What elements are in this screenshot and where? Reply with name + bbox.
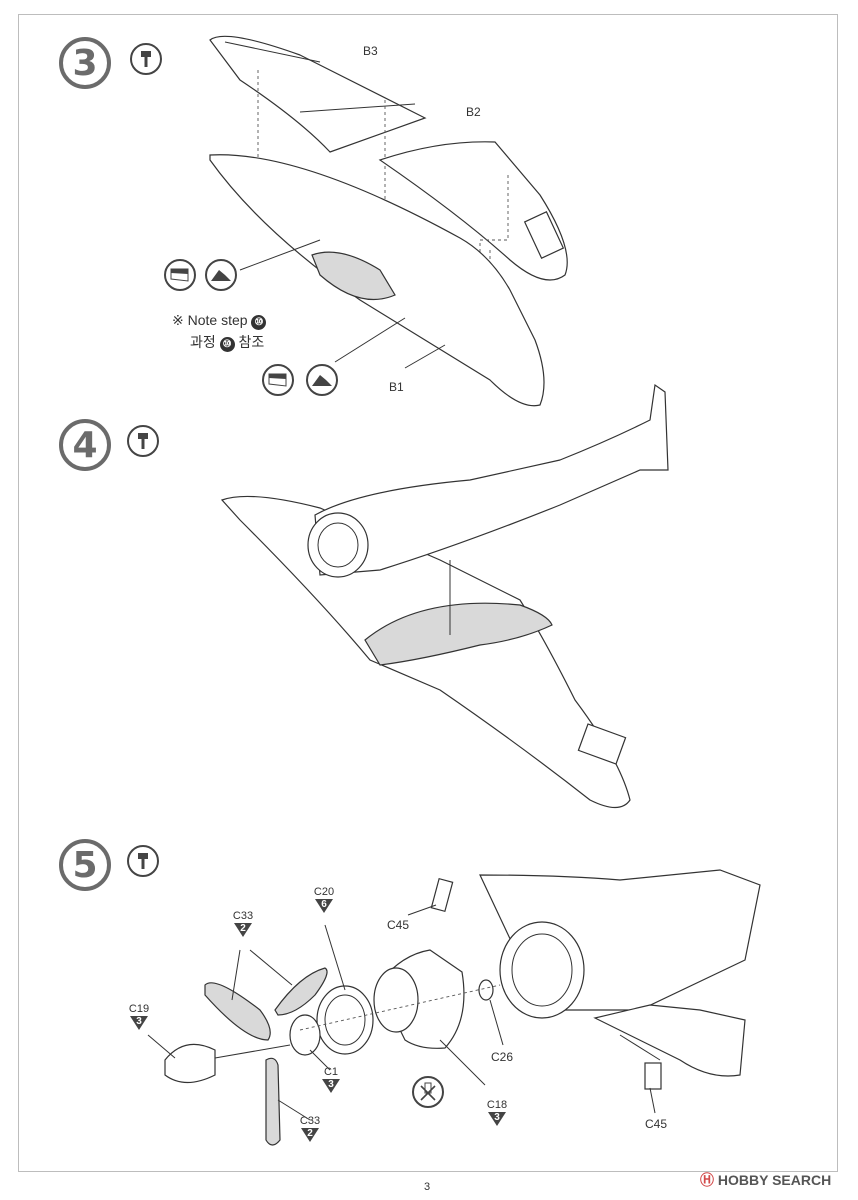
part-b1-drawing: [209, 154, 545, 407]
part-label-c26: C26: [491, 1050, 514, 1064]
part-qty-c33-bottom: C33 2: [299, 1115, 321, 1142]
watermark: Ⓗ HOBBY SEARCH: [700, 1170, 831, 1190]
page-frame: [18, 14, 838, 1172]
part-code: C18: [486, 1099, 508, 1111]
part-qty-c1: C1 3: [320, 1066, 342, 1093]
note-english: ※ Note step ⑩: [172, 312, 267, 330]
note-korean-prefix: 과정: [190, 334, 216, 350]
part-code: C33: [232, 910, 254, 922]
part-qty-c20: C20 6: [313, 886, 335, 913]
qty-triangle: [234, 923, 252, 937]
part-code: C19: [128, 1003, 150, 1015]
part-label-b1: B1: [389, 380, 404, 394]
qty-number: 2: [240, 923, 246, 934]
part-code: C33: [299, 1115, 321, 1127]
note-korean-suffix: 참조: [238, 334, 265, 350]
part-qty-c18: C18 3: [486, 1099, 508, 1126]
qty-triangle: [488, 1112, 506, 1126]
cement-glue-icon: [127, 845, 159, 877]
step-number-3: 3: [59, 37, 111, 89]
step5-assembly-drawing: [147, 869, 761, 1146]
step-number-4: 4: [59, 419, 111, 471]
wing-paint-option-b-icon: [205, 259, 237, 291]
qty-triangle: [130, 1016, 148, 1030]
qty-number: 3: [328, 1079, 334, 1090]
step4-assembly-drawing: [220, 383, 669, 809]
part-qty-c19: C19 3: [128, 1003, 150, 1030]
step-number-5: 5: [59, 839, 111, 891]
do-not-glue-icon: [412, 1076, 444, 1108]
cement-glue-icon: [127, 425, 159, 457]
part-code: C20: [313, 886, 335, 898]
qty-triangle: [301, 1128, 319, 1142]
page-number: 3: [424, 1181, 431, 1193]
wing-paint-option-b-icon: [306, 364, 338, 396]
wing-paint-option-a-icon: [164, 259, 196, 291]
cement-glue-icon: [130, 43, 162, 75]
qty-triangle: [322, 1079, 340, 1093]
note-english-text: ※ Note step: [172, 312, 252, 328]
qty-number: 3: [494, 1112, 500, 1123]
part-label-b2: B2: [466, 105, 481, 119]
part-label-c45-bottom: C45: [645, 1117, 668, 1131]
wing-paint-option-a-icon: [262, 364, 294, 396]
watermark-text: HOBBY SEARCH: [717, 1172, 832, 1188]
part-label-b3: B3: [363, 44, 378, 58]
note-step-badge: ⑩: [251, 315, 267, 330]
note-korean-step-badge: ⑩: [219, 337, 235, 352]
part-label-c45-top: C45: [387, 918, 410, 932]
qty-triangle: [315, 899, 333, 913]
part-code: C1: [323, 1066, 339, 1078]
qty-number: 3: [136, 1016, 142, 1027]
qty-number: 2: [307, 1128, 313, 1139]
watermark-logo-icon: Ⓗ: [700, 1172, 714, 1188]
part-qty-c33-top: C33 2: [232, 910, 254, 937]
qty-number: 6: [321, 899, 327, 910]
note-korean: 과정 ⑩ 참조: [190, 332, 264, 352]
